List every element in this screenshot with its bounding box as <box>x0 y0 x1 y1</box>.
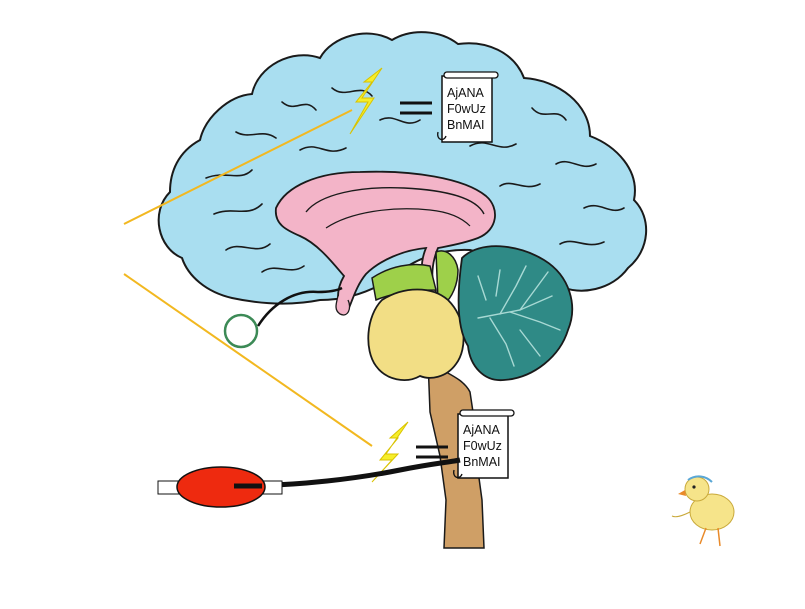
scroll-icon <box>453 409 515 479</box>
scroll-label-line: AjANA <box>463 423 500 437</box>
limbic-inner-arc-2 <box>325 208 471 229</box>
equals-icon <box>400 101 432 115</box>
top-scroll-text: AjANA F0wUz BnMAI <box>447 85 486 133</box>
scroll-icon <box>437 71 499 143</box>
scroll-label-line: AjANA <box>447 86 484 100</box>
bottom-scroll-text: AjANA F0wUz BnMAI <box>463 422 502 470</box>
guide-line-top <box>123 109 353 225</box>
muscle <box>176 466 266 508</box>
scroll-label-line: BnMAI <box>463 455 501 469</box>
limbic-inner-arc <box>305 187 485 215</box>
cerebrum <box>157 31 647 305</box>
scroll-label-line: BnMAI <box>447 118 485 132</box>
pons <box>367 288 465 381</box>
midbrain <box>371 263 437 302</box>
scroll-label-line: F0wUz <box>463 439 502 453</box>
arbor-vitae <box>477 265 561 367</box>
lightning-icon <box>349 67 383 135</box>
pituitary-stalk <box>335 295 351 316</box>
lightning-icon <box>371 421 409 483</box>
equals-icon <box>416 445 448 459</box>
nerve-fiber-upper <box>256 286 343 327</box>
nerve-node <box>223 313 259 349</box>
scroll-label-line: F0wUz <box>447 102 486 116</box>
chick-icon <box>671 475 735 547</box>
guide-line-bottom <box>123 273 373 447</box>
